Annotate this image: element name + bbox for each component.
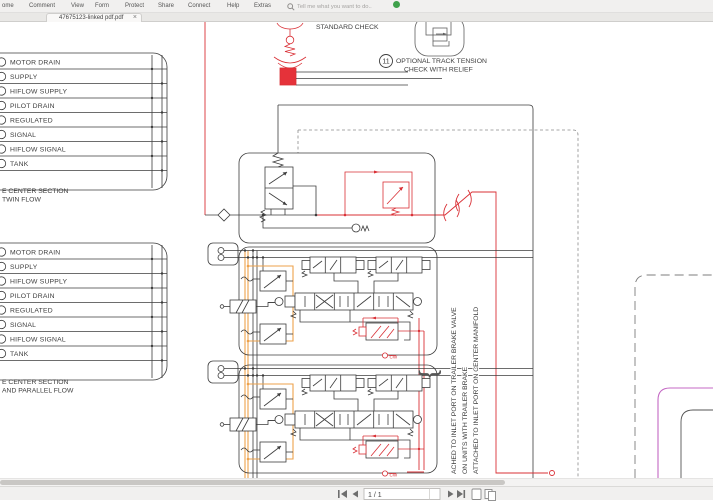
- gray-border-corner: [680, 409, 713, 478]
- tab-document[interactable]: 47675123-linked pdf.pdf ×: [46, 13, 142, 22]
- search-icon[interactable]: [287, 3, 295, 11]
- menu-item-extras[interactable]: Extras: [254, 3, 272, 9]
- menu-item-view[interactable]: View: [71, 3, 84, 9]
- facing-page-view-icon[interactable]: [484, 489, 496, 501]
- hydraulic-schematic-canvas: MOTOR DRAIN SUPPLY HIFLOW SUPPLY PILOT D…: [0, 22, 713, 478]
- menu-item-connect[interactable]: Connect: [188, 3, 211, 9]
- block2-caption: AND PARALLEL FLOW: [2, 388, 74, 395]
- vertical-note: ACHED TO INLET PORT ON TRAILER BRAKE VAL…: [451, 307, 458, 474]
- standard-check-symbol: [273, 22, 442, 86]
- inlet-valve-assembly: [238, 152, 436, 244]
- optional-check-caption: OPTIONAL TRACK TENSION: [396, 58, 487, 65]
- vertical-note: ATTACHED TO INLET PORT ON CENTER MANIFOL…: [473, 307, 480, 474]
- tab-close-icon[interactable]: ×: [132, 14, 137, 21]
- plug-symbol: [217, 208, 231, 222]
- block1-caption: E CENTER SECTION: [2, 188, 69, 195]
- block1-caption: TWIN FLOW: [2, 197, 41, 204]
- callout-11-number: 11: [382, 59, 389, 66]
- service-lines: [244, 104, 713, 478]
- menu-item-help[interactable]: Help: [227, 3, 240, 9]
- menu-item-share[interactable]: Share: [158, 3, 175, 9]
- tab-bar: [0, 13, 713, 22]
- first-page-button[interactable]: [338, 490, 347, 498]
- menu-bar: ome Comment View Form Protect Share Conn…: [0, 0, 713, 13]
- menu-item-home[interactable]: ome: [2, 3, 14, 9]
- callout-11-circle: [379, 54, 393, 68]
- tab-title: 47675123-linked pdf.pdf: [59, 15, 124, 21]
- page-indicator: 1 / 1: [368, 492, 382, 499]
- status-bar: 1 / 1: [0, 486, 713, 501]
- optional-check-symbol: [414, 22, 465, 57]
- block2-caption: E CENTER SECTION: [2, 379, 69, 386]
- single-page-view-icon[interactable]: [471, 488, 482, 500]
- next-page-button[interactable]: [448, 490, 454, 498]
- search-input[interactable]: Tell me what you want to do..: [297, 3, 372, 10]
- menu-item-comment[interactable]: Comment: [29, 3, 56, 9]
- grouping-brace: {: [415, 370, 442, 378]
- last-page-button[interactable]: [457, 490, 466, 498]
- vertical-note: ON UNITS WITH TRAILER BRAKE: [462, 366, 469, 474]
- status-badge-icon: [393, 1, 400, 8]
- page-number-dropdown[interactable]: 1 / 1: [363, 488, 441, 500]
- optional-check-caption: CHECK WITH RELIEF: [404, 67, 473, 74]
- menu-item-form[interactable]: Form: [95, 3, 109, 9]
- red-supply-line: [204, 22, 555, 476]
- standard-check-label: STANDARD CHECK: [316, 24, 379, 31]
- inlet-line: [205, 208, 318, 222]
- horizontal-scrollbar-thumb[interactable]: [0, 479, 505, 485]
- magenta-border-corner: [657, 387, 713, 478]
- menu-item-protect[interactable]: Protect: [125, 3, 145, 9]
- previous-page-button[interactable]: [352, 490, 359, 498]
- page-navigation: 1 / 1: [338, 488, 496, 501]
